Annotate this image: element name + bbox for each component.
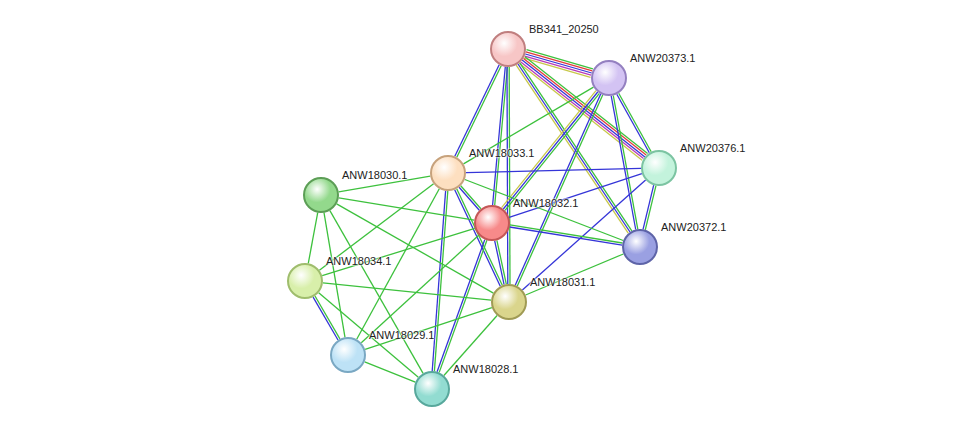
interaction-edge <box>313 296 340 340</box>
evidence-line <box>432 191 445 371</box>
interaction-edge <box>519 57 647 161</box>
interaction-edge <box>432 191 448 371</box>
evidence-line <box>515 94 600 285</box>
node-label: BB341_20250 <box>529 23 599 35</box>
evidence-line <box>526 254 624 295</box>
evidence-line <box>493 67 506 205</box>
protein-node: ANW20373.1 <box>591 60 627 96</box>
interaction-edge <box>323 283 491 300</box>
protein-node: ANW18034.1 <box>287 263 323 299</box>
evidence-line <box>495 241 504 285</box>
evidence-line <box>313 297 338 340</box>
evidence-line <box>461 186 481 209</box>
evidence-line <box>322 228 475 275</box>
evidence-line <box>619 93 652 152</box>
evidence-line <box>524 58 647 155</box>
node-label: ANW20373.1 <box>630 52 695 64</box>
evidence-line <box>323 283 491 300</box>
protein-node: ANW18032.1 <box>474 205 510 241</box>
interaction-edge <box>611 96 638 230</box>
interaction-edge <box>455 65 501 158</box>
protein-node: BB341_20250 <box>490 31 526 67</box>
evidence-line <box>497 240 506 284</box>
evidence-line <box>439 240 487 372</box>
protein-node: ANW18030.1 <box>303 177 339 213</box>
evidence-line <box>434 191 447 371</box>
interaction-edge <box>437 240 487 373</box>
evidence-line <box>315 296 340 339</box>
evidence-line <box>466 168 641 172</box>
evidence-line <box>495 67 508 205</box>
interaction-edge <box>365 362 416 382</box>
evidence-line <box>365 362 416 382</box>
interaction-edge <box>510 225 623 245</box>
evidence-line <box>510 225 623 243</box>
evidence-line <box>611 96 636 230</box>
evidence-line <box>308 213 317 264</box>
node-label: ANW18033.1 <box>469 147 534 159</box>
interaction-edge <box>493 67 508 205</box>
interaction-edge <box>322 228 475 275</box>
evidence-line <box>457 66 501 158</box>
interaction-edge <box>509 174 642 218</box>
node-label: ANW20372.1 <box>661 221 726 233</box>
protein-node: ANW18033.1 <box>430 155 466 191</box>
interaction-edge <box>507 67 510 284</box>
protein-node: ANW20376.1 <box>641 150 677 186</box>
evidence-line <box>506 67 508 284</box>
node-label: ANW18030.1 <box>342 169 407 181</box>
evidence-line <box>645 186 656 230</box>
node-label: ANW18031.1 <box>530 276 595 288</box>
node-label: ANW18029.1 <box>369 329 434 341</box>
evidence-line <box>465 180 623 241</box>
node-label: ANW18028.1 <box>453 363 518 375</box>
protein-node: ANW20372.1 <box>622 229 658 265</box>
evidence-line <box>509 67 511 284</box>
interaction-edge <box>643 185 656 230</box>
evidence-line <box>437 240 485 372</box>
protein-node: ANW18028.1 <box>414 371 450 407</box>
evidence-line <box>510 227 622 245</box>
node-label: ANW18032.1 <box>513 197 578 209</box>
interaction-edge <box>495 240 507 284</box>
interaction-edge <box>308 213 317 264</box>
evidence-line <box>509 174 642 218</box>
evidence-line <box>613 96 638 230</box>
interaction-edge <box>466 168 641 172</box>
evidence-line <box>643 185 654 229</box>
evidence-line <box>455 65 499 157</box>
protein-node: ANW18029.1 <box>330 337 366 373</box>
interaction-edge <box>526 254 624 295</box>
node-label: ANW18034.1 <box>326 255 391 267</box>
node-label: ANW20376.1 <box>680 142 745 154</box>
protein-node: ANW18031.1 <box>491 284 527 320</box>
interaction-edge <box>465 180 623 241</box>
